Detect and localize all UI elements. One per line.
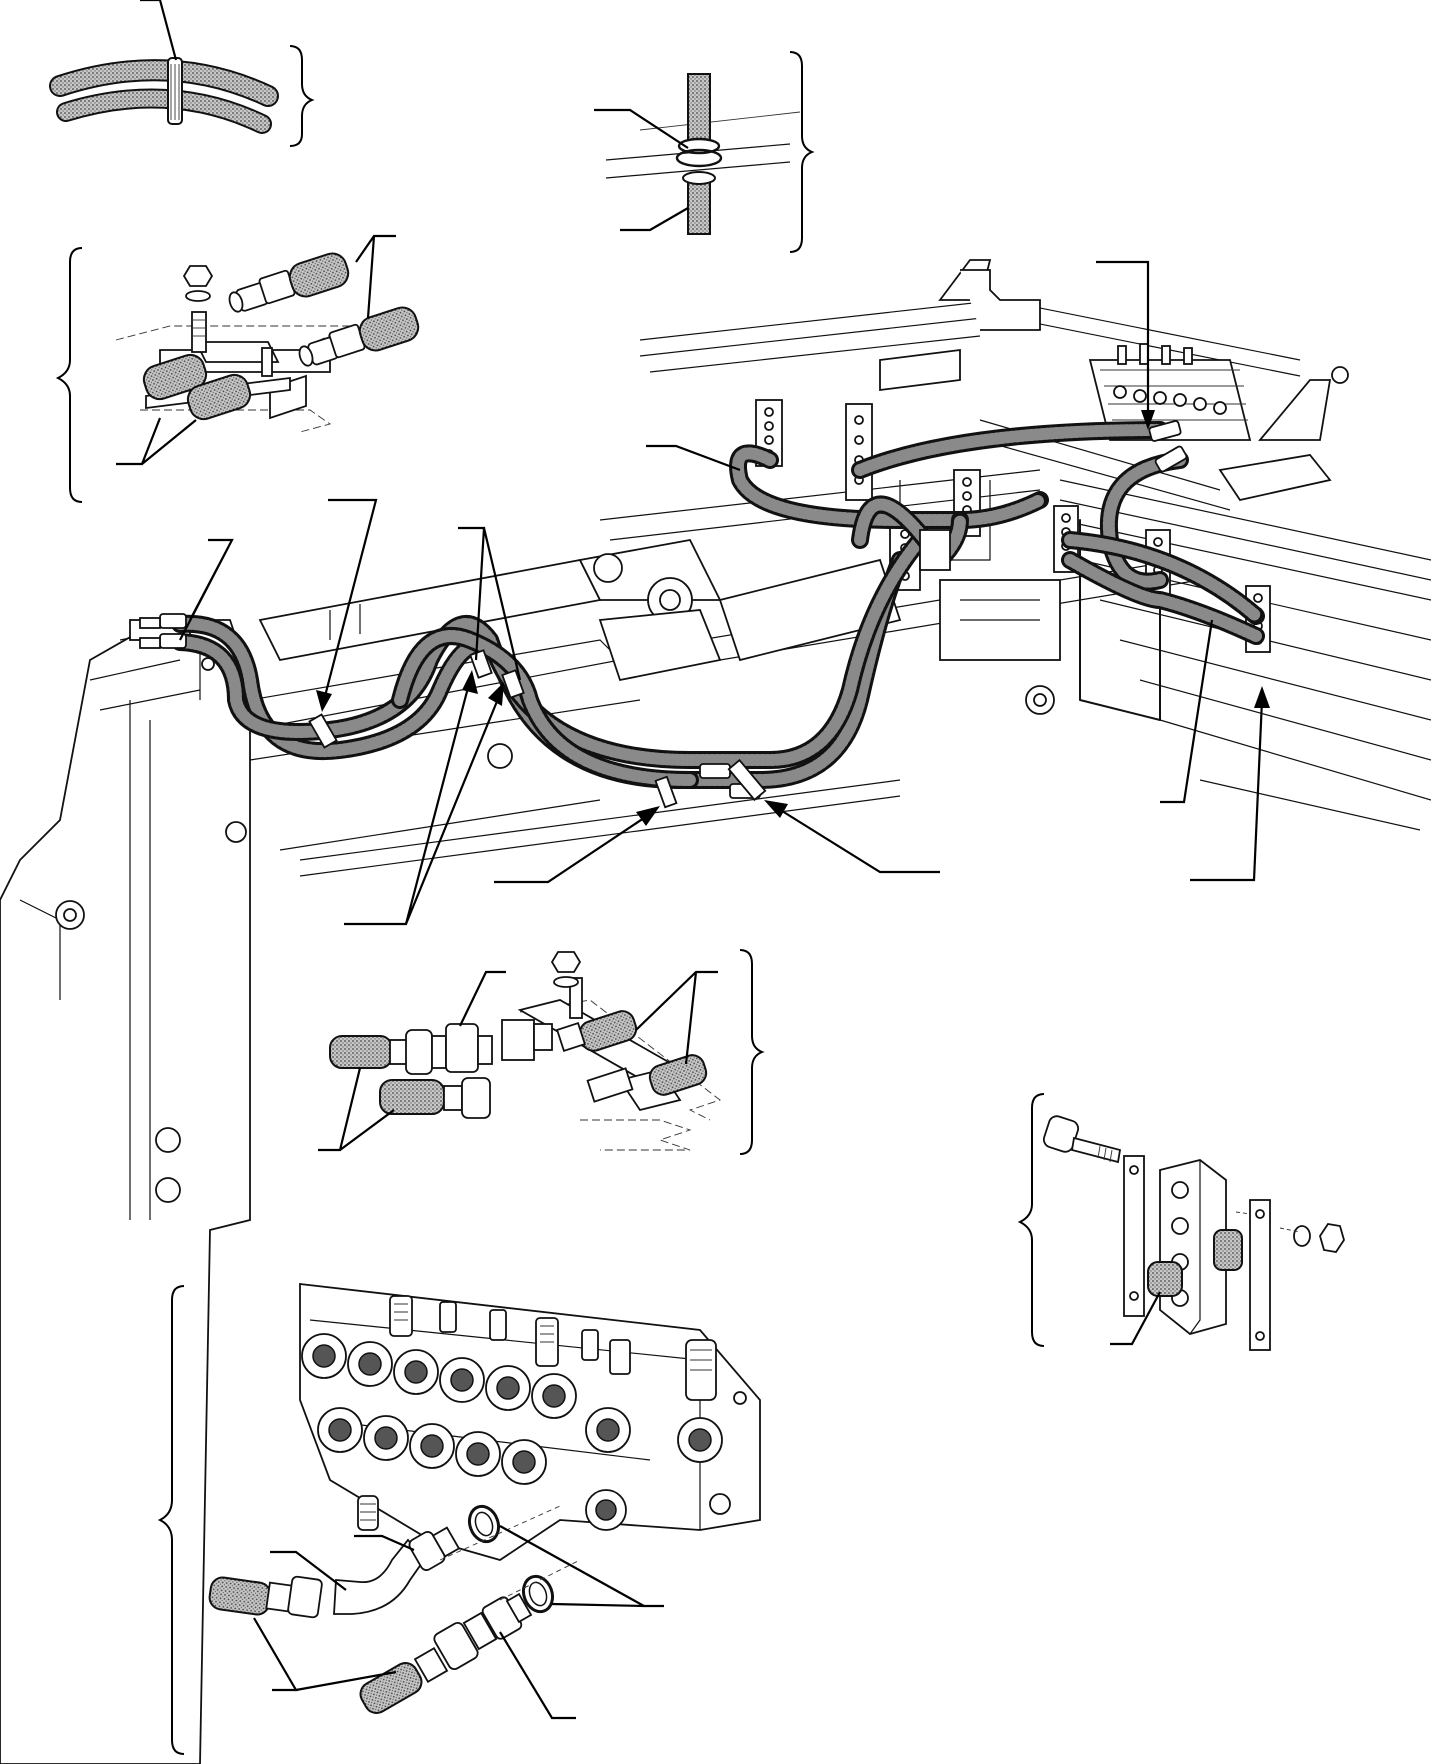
- nut-icon: [182, 265, 214, 287]
- frame-brackets: [879, 259, 1349, 502]
- fitting-upper-right: [228, 252, 350, 313]
- hose-bracket-fittings-detail-top: [55, 234, 420, 503]
- nut-icon: [550, 951, 582, 973]
- leader-hose-ends-bottom: [253, 1617, 397, 1692]
- fitting-mid-right: [556, 1010, 708, 1103]
- fittings-exploded: [208, 1504, 581, 1714]
- brace-middle-bracket: [739, 949, 765, 1155]
- brace-clamp-block: [1017, 1093, 1045, 1347]
- brace-clamp: [289, 45, 315, 147]
- clamp-block-detail: [1017, 1093, 1345, 1351]
- main-leaders: [179, 260, 1270, 926]
- leader-right-hose: [1160, 619, 1214, 804]
- hose-end-elbow: [208, 1576, 272, 1616]
- leader-mid-fitting-top: [459, 970, 506, 1027]
- control-valve-fittings-detail: [157, 1282, 761, 1755]
- control-valve-block: [299, 1282, 761, 1561]
- control-valve-block-small: [1088, 343, 1252, 441]
- washer-icon: [1293, 1225, 1311, 1247]
- chassis-frame: [599, 299, 1431, 831]
- hose-clamp-detail: [49, 0, 315, 147]
- hose-bracket-fittings-detail-middle: [318, 949, 765, 1155]
- fitting-lower-right: [298, 306, 420, 367]
- clamp-band: [167, 57, 183, 125]
- leader-adapter-top: [354, 1534, 415, 1552]
- boom-cylinder: [258, 538, 902, 769]
- nut-icon: [1319, 1223, 1345, 1253]
- brace-grommet: [789, 51, 815, 253]
- washer-icon: [185, 290, 211, 302]
- leader-grommet-lower: [620, 207, 689, 232]
- hose-end-left-lower: [186, 373, 252, 421]
- brace-top-bracket: [55, 247, 83, 503]
- leader-clip-left: [322, 498, 378, 701]
- tube-lower: [687, 181, 711, 235]
- grommet-ring-top: [677, 137, 721, 155]
- washer-icon: [553, 976, 579, 988]
- valve-spools: [357, 1295, 717, 1531]
- leader-bottom-clamp-left: [494, 813, 651, 884]
- hose-end-straight: [359, 1662, 423, 1714]
- side-strap-left: [1123, 1155, 1145, 1317]
- leader-clamp-block-hose: [1110, 1291, 1161, 1346]
- hose-end-left-upper: [142, 353, 208, 401]
- grommet-through-plate-detail: [594, 51, 815, 253]
- bolt-icon: [1042, 1115, 1122, 1164]
- valve-ports-upper: [301, 1333, 577, 1419]
- leader-right-plate: [1190, 699, 1264, 882]
- brace-control-valve: [157, 1285, 185, 1755]
- leader-bracket-fittings: [355, 234, 396, 319]
- leader-mid-fittings-right: [635, 970, 718, 1065]
- leader-clamp: [140, 0, 178, 61]
- leader-valve-fitting: [1096, 260, 1150, 420]
- hydraulic-hoses: [171, 421, 1265, 789]
- side-strap-right: [1249, 1199, 1271, 1351]
- leader-clips-center: [458, 526, 522, 681]
- leader-adapter-bottom: [499, 1631, 576, 1720]
- leader-upper-hose: [646, 444, 741, 472]
- leader-mid-hoses: [318, 1067, 395, 1152]
- grommet-ring-bottom: [682, 171, 716, 185]
- valve-ports-lower: [317, 1391, 747, 1531]
- leader-lower-clips: [344, 679, 502, 926]
- leader-o-rings: [499, 1525, 664, 1608]
- leader-bracket-hoses: [116, 417, 197, 466]
- leader-boom-fittings: [179, 538, 234, 641]
- leader-bottom-clamp-right: [773, 805, 940, 874]
- leader-grommet-upper: [594, 108, 689, 149]
- clip-plate: [845, 403, 873, 501]
- main-boom-hose-routing: [0, 259, 1431, 1764]
- elbow-fitting: [333, 1538, 426, 1615]
- leader-elbow: [270, 1550, 347, 1591]
